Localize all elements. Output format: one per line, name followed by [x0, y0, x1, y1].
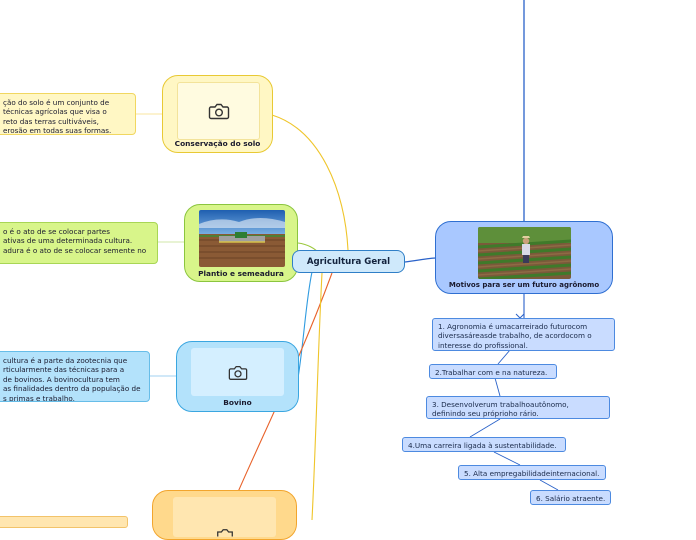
topic-label: Plantio e semeadura [198, 269, 284, 278]
link-bovino [297, 271, 313, 379]
central-topic[interactable]: Agricultura Geral [292, 250, 405, 273]
topic-label: Motivos para ser um futuro agrônomo [448, 281, 600, 289]
topic-label: Conservação do solo [174, 139, 261, 148]
camera-icon [208, 103, 229, 120]
topic-plantio[interactable]: Plantio e semeadura [184, 204, 298, 282]
motivo-item-5[interactable]: 5. Alta empregabilidadeinternacional. [458, 465, 606, 480]
link-conservacao [271, 114, 349, 251]
motivo-item-4[interactable]: 4.Uma carreira ligada à sustentabilidade… [402, 437, 566, 452]
farmer-photo [478, 227, 571, 279]
camera-icon [216, 529, 233, 537]
plantio-description: o é o ato de se colocar partes ativas de… [0, 222, 158, 264]
bovino-description: cultura é a parte da zootecnia que rticu… [0, 351, 150, 402]
field-photo [199, 210, 285, 267]
farmer-image [478, 227, 571, 279]
topic-bovino[interactable]: Bovino [176, 341, 299, 412]
image-placeholder [177, 82, 260, 140]
link-motivos [404, 257, 437, 263]
motivo-item-6[interactable]: 6. Salário atraente. [530, 490, 611, 505]
link-bottom-yellow [311, 272, 323, 520]
bottom-description-edge [0, 516, 128, 528]
mind-map-canvas: ção do solo é um conjunto de técnicas ag… [0, 0, 615, 540]
motivo-item-1[interactable]: 1. Agronomia é umacarreirado futurocom d… [432, 318, 615, 351]
camera-icon [228, 365, 247, 380]
image-placeholder [173, 497, 276, 537]
connector-lines [136, 0, 559, 520]
field-image [199, 210, 285, 267]
motivo-item-3[interactable]: 3. Desenvolverum trabalhoautônomo, defin… [426, 396, 610, 419]
conservacao-description: ção do solo é um conjunto de técnicas ag… [0, 93, 136, 135]
image-placeholder [191, 348, 284, 396]
topic-bottom[interactable] [152, 490, 297, 540]
topic-motivos[interactable]: Motivos para ser um futuro agrônomo [435, 221, 613, 294]
topic-label: Bovino [223, 398, 252, 407]
topic-conservacao[interactable]: Conservação do solo [162, 75, 273, 153]
motivo-item-2[interactable]: 2.Trabalhar com e na natureza. [429, 364, 557, 379]
